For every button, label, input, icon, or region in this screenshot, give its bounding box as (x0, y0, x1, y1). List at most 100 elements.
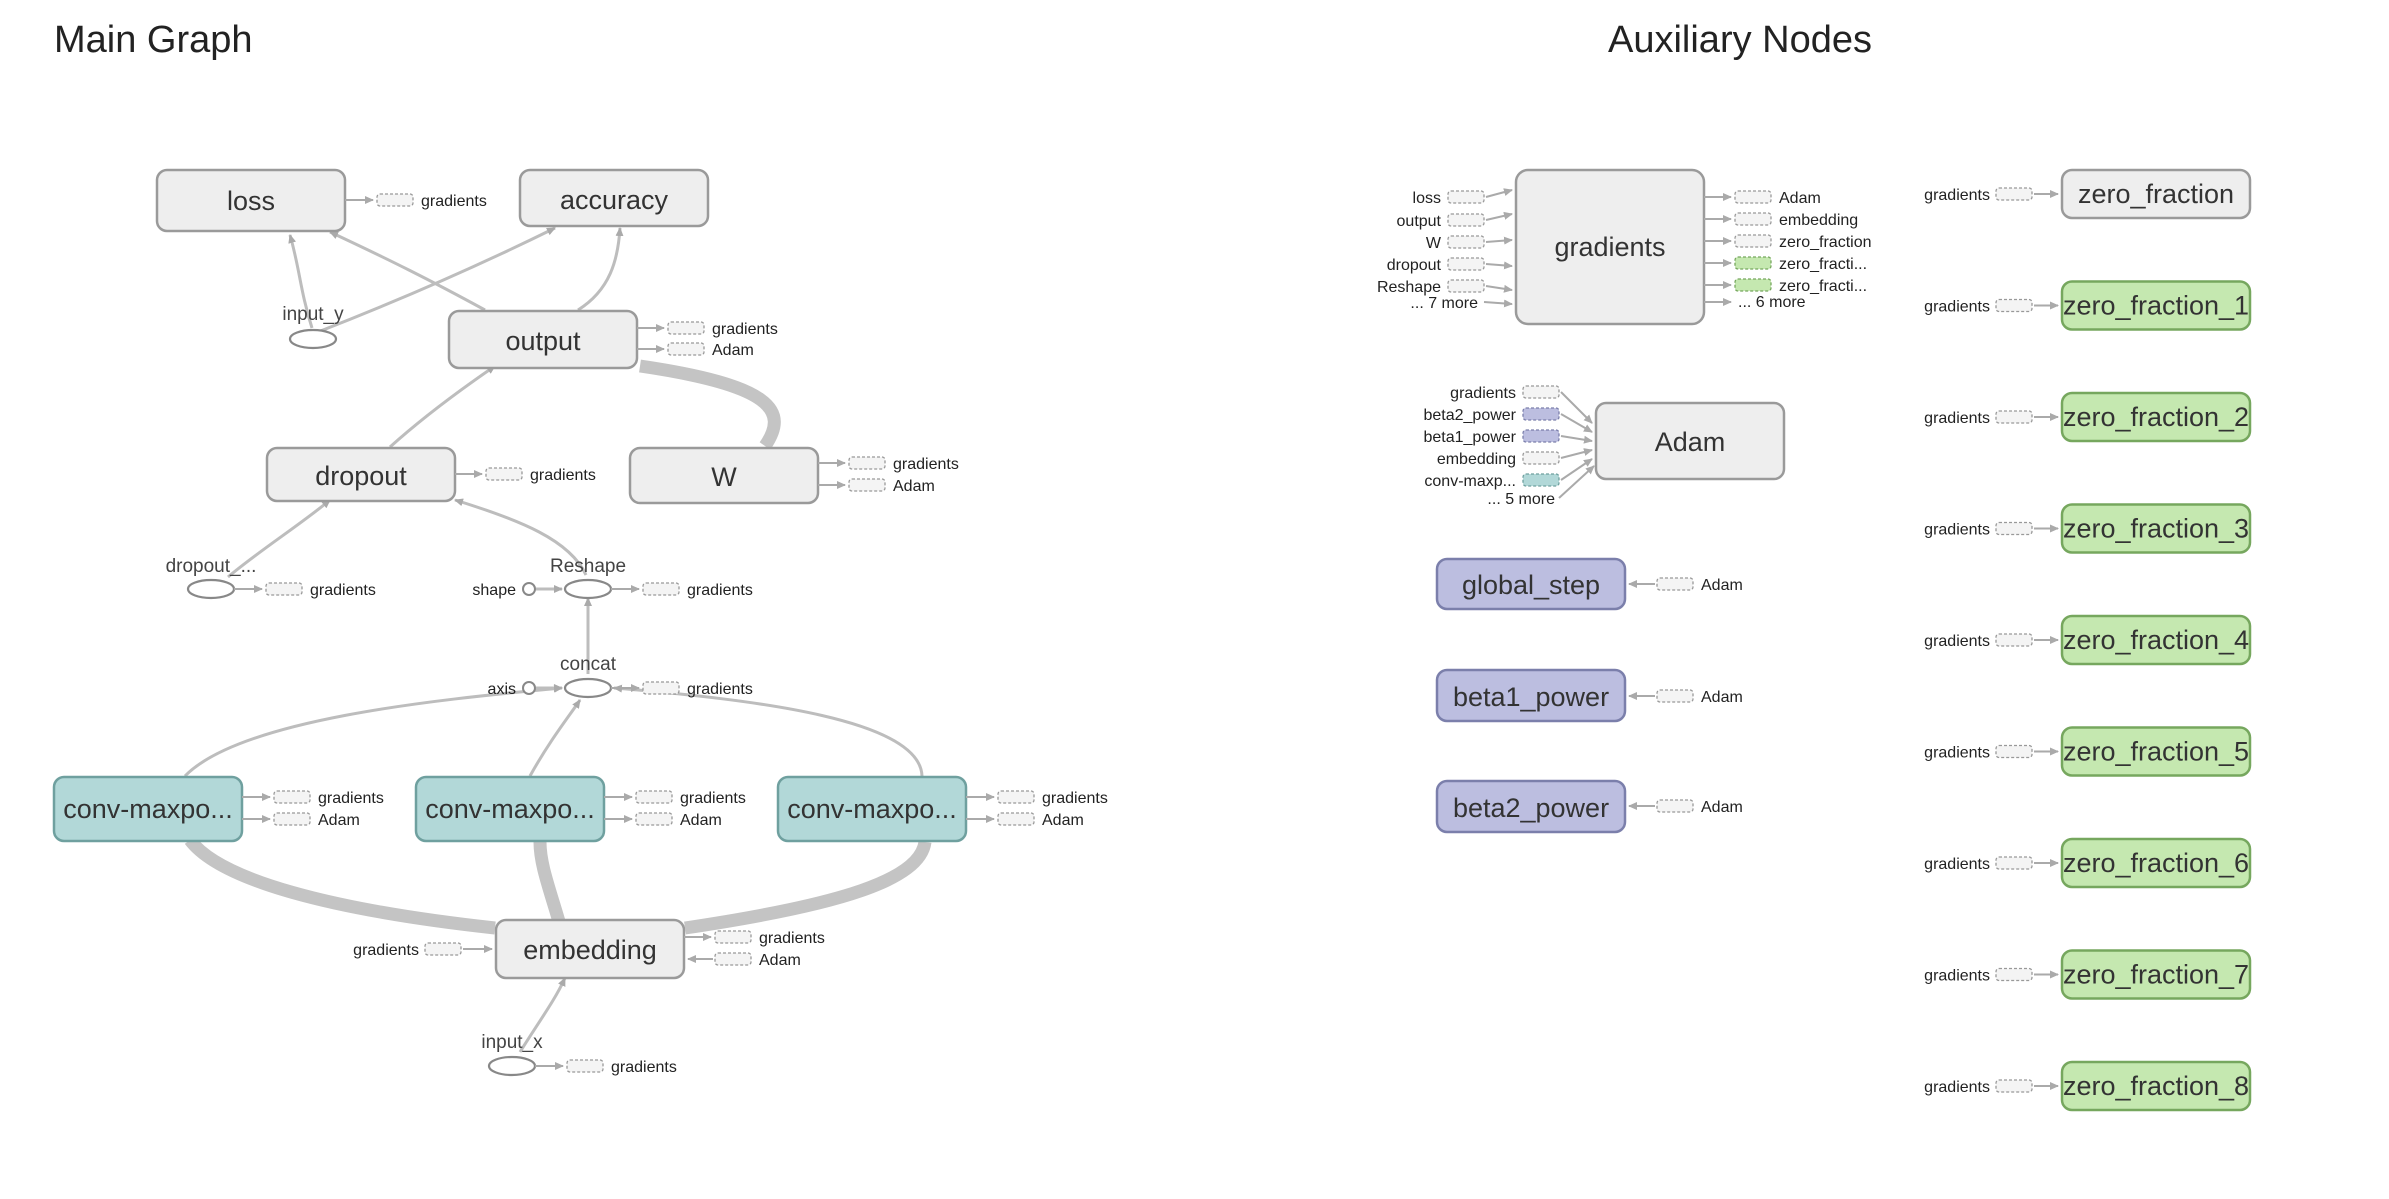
svg-text:loss: loss (1413, 190, 1441, 207)
zero-fraction-node-4-label: zero_fraction_4 (2063, 625, 2249, 655)
op-axis-label: axis (488, 681, 516, 698)
aux-gradients-input-5: ... 7 more (1410, 295, 1513, 312)
zero-fraction-node-5[interactable]: zero_fraction_5 gradients (1924, 726, 2252, 777)
aux-adam-input-4: conv-maxp... (1424, 458, 1593, 490)
reshape-gradients-stub: gradients (611, 582, 753, 599)
aux-var-beta2-power-label: beta2_power (1453, 793, 1609, 823)
op-concat[interactable]: concat (560, 654, 617, 699)
svg-text:gradients: gradients (893, 456, 959, 473)
op-dropout-keep[interactable]: dropout_... (166, 556, 257, 600)
node-conv-maxpool-3-label: conv-maxpo... (787, 794, 957, 824)
aux-adam-input-3: embedding (1437, 448, 1593, 468)
svg-text:conv-maxp...: conv-maxp... (1424, 473, 1516, 490)
svg-text:Adam: Adam (1701, 577, 1743, 594)
svg-text:... 6 more: ... 6 more (1738, 294, 1806, 311)
aux-var-beta2-power[interactable]: beta2_power Adam (1435, 779, 1743, 834)
node-dropout[interactable]: dropout (265, 446, 457, 503)
conv1-gradients-stub: gradients (242, 790, 384, 807)
svg-text:gradients: gradients (318, 790, 384, 807)
op-input-x[interactable]: input_x (481, 1032, 543, 1077)
aux-adam-input-2: beta1_power (1423, 429, 1593, 446)
embedding-gradients-stub: gradients (684, 930, 825, 947)
node-accuracy[interactable]: accuracy (518, 168, 710, 228)
zero-fraction-node-0-label: zero_fraction (2078, 179, 2234, 209)
node-conv-maxpool-3[interactable]: conv-maxpo... (776, 775, 968, 843)
zero-fraction-1-gradients-stub: gradients (1924, 299, 2059, 316)
output-adam-stub: Adam (637, 342, 754, 359)
zero-fraction-node-5-label: zero_fraction_5 (2063, 737, 2249, 767)
aux-gradients-inputs: loss output W dropout Reshape ... 7 more (1377, 188, 1513, 312)
op-axis[interactable]: axis (488, 681, 536, 698)
w-gradients-stub: gradients (818, 456, 959, 473)
svg-text:Adam: Adam (893, 478, 935, 495)
edge-embedding-conv1 (184, 835, 496, 935)
svg-text:gradients: gradients (310, 582, 376, 599)
op-shape[interactable]: shape (472, 582, 536, 599)
op-reshape[interactable]: Reshape (550, 556, 626, 600)
svg-text:gradients: gradients (680, 790, 746, 807)
svg-text:gradients: gradients (712, 321, 778, 338)
output-gradients-stub: gradients (637, 321, 778, 338)
zero-fraction-node-7-label: zero_fraction_7 (2063, 960, 2249, 990)
aux-gradients-input-3: dropout (1387, 257, 1513, 274)
aux-node-adam[interactable]: Adam (1594, 401, 1786, 481)
edge-output-accuracy (577, 227, 624, 312)
aux-gradients-input-1: output (1397, 211, 1513, 230)
node-conv-maxpool-2-label: conv-maxpo... (425, 794, 595, 824)
aux-node-gradients[interactable]: gradients (1514, 168, 1706, 326)
node-output[interactable]: output (447, 309, 639, 370)
aux-var-global-step[interactable]: global_step Adam (1435, 557, 1743, 611)
svg-text:gradients: gradients (687, 681, 753, 698)
node-embedding[interactable]: embedding (494, 918, 686, 980)
node-conv-maxpool-1[interactable]: conv-maxpo... (52, 775, 244, 843)
svg-text:... 7 more: ... 7 more (1410, 295, 1478, 312)
edge-dropout-output (388, 364, 496, 449)
op-reshape-label: Reshape (550, 556, 626, 577)
aux-nodes-title: Auxiliary Nodes (1608, 19, 1872, 61)
edge-keep-dropout (227, 498, 331, 579)
node-w[interactable]: W (628, 446, 820, 505)
op-shape-label: shape (472, 582, 516, 599)
zero-fraction-2-gradients-stub: gradients (1924, 410, 2059, 427)
op-input-y[interactable]: input_y (282, 304, 344, 350)
svg-text:Adam: Adam (1042, 812, 1084, 829)
zero-fraction-node-6-label: zero_fraction_6 (2063, 848, 2249, 878)
node-loss[interactable]: loss (155, 168, 347, 233)
svg-text:embedding: embedding (1779, 212, 1858, 229)
svg-text:Adam: Adam (1701, 799, 1743, 816)
node-loss-label: loss (227, 186, 275, 216)
aux-gradients-output-4: zero_fracti... (1704, 278, 1867, 295)
aux-var-beta1-power[interactable]: beta1_power Adam (1435, 668, 1743, 723)
loss-gradients-stub: gradients (345, 193, 487, 210)
edge-embedding-conv3 (684, 840, 932, 935)
svg-text:beta1_power: beta1_power (1423, 429, 1516, 446)
edge-conv2-concat (528, 699, 582, 777)
edge-w-output (639, 359, 781, 450)
zero-fraction-7-gradients-stub: gradients (1924, 968, 2059, 985)
beta1-power-adam-stub: Adam (1628, 689, 1743, 706)
svg-text:gradients: gradients (1924, 1079, 1990, 1096)
svg-text:gradients: gradients (1924, 410, 1990, 427)
svg-text:gradients: gradients (1924, 745, 1990, 762)
node-conv-maxpool-2[interactable]: conv-maxpo... (414, 775, 606, 843)
zero-fraction-column: zero_fractiongradientszero_fraction_1gra… (1924, 168, 2252, 1112)
edge-inputy-loss (288, 234, 314, 329)
zero-fraction-4-gradients-stub: gradients (1924, 633, 2059, 650)
embedding-adam-stub: Adam (687, 952, 801, 969)
aux-gradients-output-0: Adam (1704, 190, 1821, 207)
op-input-y-label: input_y (282, 304, 344, 325)
conv2-gradients-stub: gradients (604, 790, 746, 807)
node-embedding-label: embedding (523, 935, 657, 965)
svg-text:Adam: Adam (680, 812, 722, 829)
svg-text:gradients: gradients (530, 467, 596, 484)
svg-text:... 5 more: ... 5 more (1487, 491, 1555, 508)
